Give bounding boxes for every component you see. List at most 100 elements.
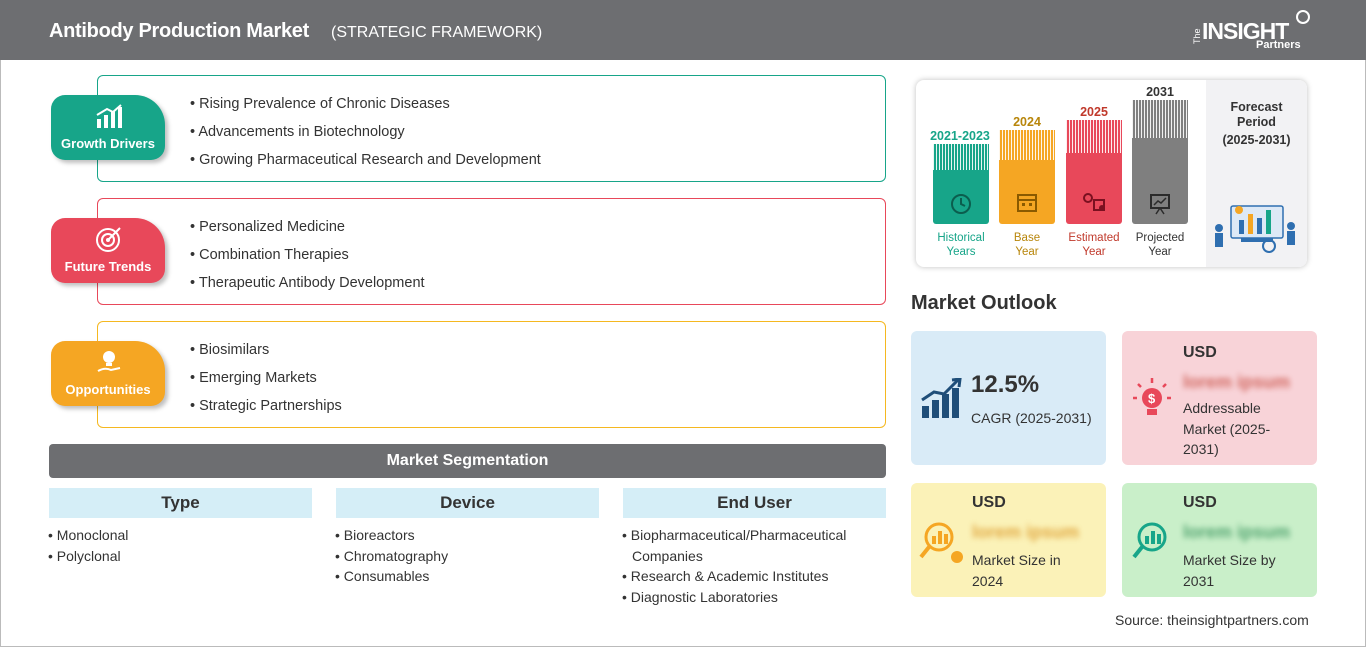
future-trends-badge: Future Trends	[51, 218, 165, 283]
forecast-period-panel: Forecast Period (2025-2031)	[1206, 80, 1307, 267]
logo-main: INSIGHT	[1202, 18, 1289, 44]
list-item: Diagnostic Laboratories	[622, 587, 872, 608]
future-trends-box: Personalized Medicine Combination Therap…	[97, 198, 886, 305]
list-item: Monoclonal	[48, 525, 308, 546]
list-item: Biosimilars	[190, 341, 342, 369]
opportunities-box: Biosimilars Emerging Markets Strategic P…	[97, 321, 886, 428]
list-item: Emerging Markets	[190, 369, 342, 397]
market-size-2031-card: USD lorem ipsum Market Size by 2031	[1122, 483, 1317, 597]
bar-year-base: 2024	[1013, 115, 1041, 129]
label-line: Market Size in	[972, 552, 1061, 568]
growth-drivers-badge: Growth Drivers	[51, 95, 165, 160]
list-item: Strategic Partnerships	[190, 397, 342, 425]
bar-year-estimated: 2025	[1080, 105, 1108, 119]
logo-sub: Partners	[1256, 39, 1301, 51]
cagr-label: CAGR (2025-2031)	[971, 410, 1092, 426]
forecast-period-label2: Period	[1237, 115, 1276, 129]
segment-list-type: Monoclonal Polyclonal	[48, 525, 308, 566]
addressable-market-card: USD lorem ipsum $ Addressable Market (20…	[1122, 331, 1317, 465]
svg-text:$: $	[1148, 391, 1156, 406]
list-item: Therapeutic Antibody Development	[190, 274, 425, 302]
segment-header-type: Type	[49, 488, 312, 518]
bar-year-projected: 2031	[1146, 85, 1174, 99]
cagr-value: 12.5%	[971, 371, 1040, 398]
bar-caption-estimated: Estimated Year	[1058, 231, 1130, 259]
addressable-value: lorem ipsum	[1183, 372, 1291, 392]
idea-dollar-icon: $	[1133, 378, 1171, 415]
bar-historical	[933, 144, 989, 224]
calendar-icon	[1017, 194, 1037, 212]
caption-line: Estimated	[1068, 232, 1120, 244]
segment-list-end-user: Biopharmaceutical/Pharmaceutical Compani…	[622, 525, 872, 607]
bar-caption-historical: Historical Years	[925, 231, 997, 259]
label-line: 2031)	[1183, 441, 1219, 457]
cagr-card: 12.5% CAGR (2025-2031)	[911, 331, 1106, 465]
size2031-label: Market Size by 2031	[1183, 550, 1276, 591]
growth-drivers-list: Rising Prevalence of Chronic Diseases Ad…	[190, 95, 541, 179]
size2031-usd: USD	[1183, 494, 1217, 511]
segment-list-device: Bioreactors Chromatography Consumables	[335, 525, 595, 587]
forecast-period-label: Forecast	[1230, 100, 1283, 114]
caption-line: Year	[1015, 246, 1039, 258]
future-trends-label: Future Trends	[64, 259, 152, 274]
market-outlook-title: Market Outlook	[911, 292, 1057, 314]
size2031-value: lorem ipsum	[1183, 522, 1291, 542]
magnifier-chart-icon	[919, 522, 963, 563]
list-item: Advancements in Biotechnology	[190, 123, 541, 151]
bar-caption-base: Base Year	[997, 231, 1057, 259]
addressable-usd: USD	[1183, 344, 1217, 361]
list-item: Personalized Medicine	[190, 218, 425, 246]
lightbulb-hand-icon	[97, 351, 121, 372]
growth-chart-icon	[921, 378, 962, 418]
history-clock-icon	[951, 194, 971, 214]
list-item: Chromatography	[335, 546, 595, 567]
market-size-2024-card: USD lorem ipsum Market Size in 2024	[911, 483, 1106, 597]
bar-year-historical: 2021-2023	[930, 129, 990, 143]
page-title: Antibody Production Market	[49, 20, 309, 42]
label-line: 2024	[972, 572, 1004, 589]
insight-partners-logo[interactable]: The INSIGHT Partners	[1190, 10, 1310, 52]
segment-header-device: Device	[336, 488, 599, 518]
list-item: Rising Prevalence of Chronic Diseases	[190, 95, 541, 123]
addressable-label: Addressable Market (2025- 2031)	[1183, 398, 1270, 460]
header-bar: Antibody Production Market (STRATEGIC FR…	[0, 0, 1366, 60]
bar-projected	[1132, 100, 1188, 224]
segmentation-title: Market Segmentation	[49, 444, 886, 478]
logo-circle-icon	[1296, 10, 1310, 24]
caption-line: Year	[1082, 246, 1106, 258]
list-item: Biopharmaceutical/Pharmaceutical Compani…	[622, 525, 872, 566]
label-line: Market Size by	[1183, 552, 1276, 568]
label-line: 2031	[1183, 572, 1215, 589]
list-item: Polyclonal	[48, 546, 308, 567]
list-item: Combination Therapies	[190, 246, 425, 274]
growth-drivers-box: Rising Prevalence of Chronic Diseases Ad…	[97, 75, 886, 182]
target-icon	[96, 227, 121, 252]
logo-the: The	[1192, 28, 1202, 44]
bar-base	[999, 130, 1055, 224]
list-item: Bioreactors	[335, 525, 595, 546]
caption-line: Historical	[937, 232, 985, 244]
presentation-board-icon	[1150, 194, 1170, 215]
future-trends-list: Personalized Medicine Combination Therap…	[190, 218, 425, 302]
list-item: Research & Academic Institutes	[622, 566, 872, 587]
growth-drivers-label: Growth Drivers	[61, 136, 155, 151]
opportunities-label: Opportunities	[65, 382, 151, 397]
caption-line: Year	[1148, 246, 1172, 258]
analytics-people-icon	[1215, 205, 1295, 253]
size2024-usd: USD	[972, 494, 1006, 511]
source-text[interactable]: Source: theinsightpartners.com	[1115, 612, 1309, 628]
segment-header-end-user: End User	[623, 488, 886, 518]
list-item: Consumables	[335, 566, 595, 587]
caption-line: Years	[946, 246, 976, 258]
caption-line: Projected	[1135, 232, 1185, 244]
magnifier-growth-icon	[1132, 522, 1167, 559]
opportunities-badge: Opportunities	[51, 341, 165, 406]
size2024-value: lorem ipsum	[972, 522, 1080, 542]
label-line: Addressable	[1183, 400, 1261, 416]
label-line: Market (2025-	[1183, 420, 1271, 437]
caption-line: Base	[1013, 232, 1041, 244]
list-item: Growing Pharmaceutical Research and Deve…	[190, 151, 541, 179]
page-subtitle: (STRATEGIC FRAMEWORK)	[331, 24, 543, 41]
bar-estimated	[1066, 120, 1122, 224]
bar-caption-projected: Projected Year	[1124, 231, 1196, 259]
